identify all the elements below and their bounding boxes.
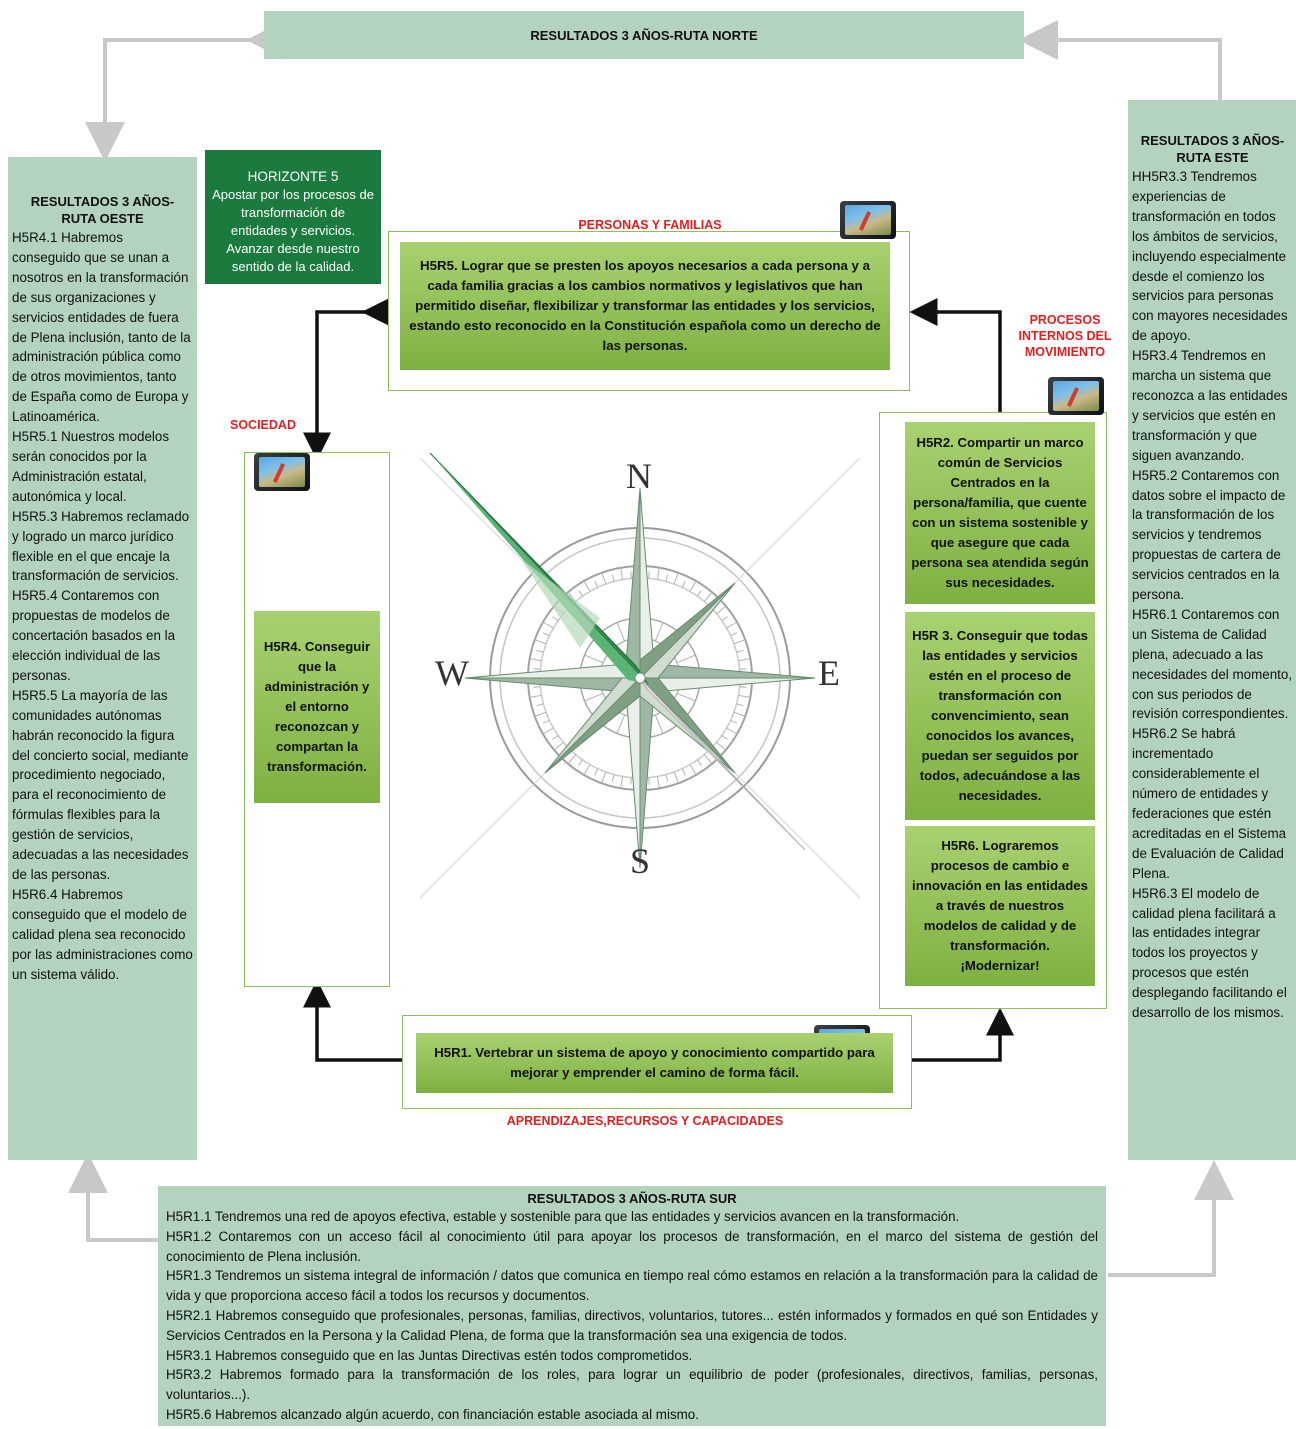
goal-h5r6-text: H5R6. Lograremos procesos de cambio e in…	[912, 838, 1088, 973]
compass-north-letter: N	[626, 456, 652, 496]
compass-south-letter: S	[630, 841, 651, 881]
west-route-title: RESULTADOS 3 AÑOS-RUTA OESTE	[30, 194, 175, 226]
label-sociedad: SOCIEDAD	[230, 418, 296, 432]
east-route-title: RESULTADOS 3 AÑOS-RUTA ESTE	[1140, 133, 1285, 165]
goal-h5r5-text: H5R5. Lograr que se presten los apoyos n…	[409, 258, 881, 353]
goal-h5r2-text: H5R2. Compartir un marco común de Servic…	[911, 435, 1089, 590]
goal-h5r3-text: H5R 3. Conseguir que todas las entidades…	[912, 628, 1088, 803]
east-route-panel: RESULTADOS 3 AÑOS-RUTA ESTE HH5R3.3 Tend…	[1128, 100, 1296, 1160]
arrow-south-east	[1108, 1160, 1234, 1277]
arrow-aprendizajes-sociedad	[303, 979, 403, 1062]
goal-h5r5: H5R5. Lograr que se presten los apoyos n…	[400, 242, 890, 370]
gps-device-icon	[1048, 377, 1104, 415]
goal-h5r1-text: H5R1. Vertebrar un sistema de apoyo y co…	[434, 1045, 875, 1080]
arrow-procesos-personas	[909, 298, 1002, 412]
goal-h5r4-text: H5R4. Conseguir que la administración y …	[263, 639, 371, 774]
goal-h5r3: H5R 3. Conseguir que todas las entidades…	[905, 612, 1095, 820]
north-route-panel: RESULTADOS 3 AÑOS-RUTA NORTE	[264, 11, 1024, 59]
gps-device-icon	[840, 201, 896, 239]
label-personas-familias: PERSONAS Y FAMILIAS	[578, 218, 722, 232]
goal-h5r6: H5R6. Lograremos procesos de cambio e in…	[905, 826, 1095, 986]
goal-h5r4: H5R4. Conseguir que la administración y …	[254, 611, 380, 803]
west-route-body: H5R4.1 Habremos conseguido que se unan a…	[12, 230, 193, 982]
horizonte-title: HORIZONTE 5	[247, 169, 339, 184]
compass-west-letter: W	[435, 653, 469, 693]
south-route-body: H5R1.1 Tendremos una red de apoyos efect…	[166, 1209, 1098, 1422]
arrow-north-west	[85, 20, 286, 162]
arrow-north-east	[1018, 20, 1222, 100]
arrow-aprendizajes-procesos	[912, 1007, 1014, 1062]
gps-device-icon	[254, 453, 310, 491]
horizonte-box: HORIZONTE 5 Apostar por los procesos de …	[205, 150, 381, 284]
arrow-south-west	[68, 1153, 158, 1242]
goal-h5r2: H5R2. Compartir un marco común de Servic…	[905, 422, 1095, 604]
compass-east-letter: E	[818, 653, 840, 693]
north-route-title: RESULTADOS 3 AÑOS-RUTA NORTE	[530, 27, 758, 43]
arrow-sociedad-personas	[303, 298, 390, 461]
west-route-panel: RESULTADOS 3 AÑOS-RUTA OESTE H5R4.1 Habr…	[8, 157, 197, 1160]
south-route-title: RESULTADOS 3 AÑOS-RUTA SUR	[527, 1191, 737, 1206]
horizonte-text: Apostar por los procesos de transformaci…	[212, 187, 374, 274]
label-aprendizajes: APRENDIZAJES,RECURSOS Y CAPACIDADES	[506, 1114, 784, 1128]
goal-h5r1: H5R1. Vertebrar un sistema de apoyo y co…	[416, 1033, 893, 1093]
label-procesos-internos: PROCESOS INTERNOS DEL MOVIMIENTO	[1018, 313, 1112, 359]
east-route-body: HH5R3.3 Tendremos experiencias de transf…	[1132, 169, 1293, 1021]
south-route-panel: RESULTADOS 3 AÑOS-RUTA SUR H5R1.1 Tendre…	[158, 1186, 1106, 1426]
